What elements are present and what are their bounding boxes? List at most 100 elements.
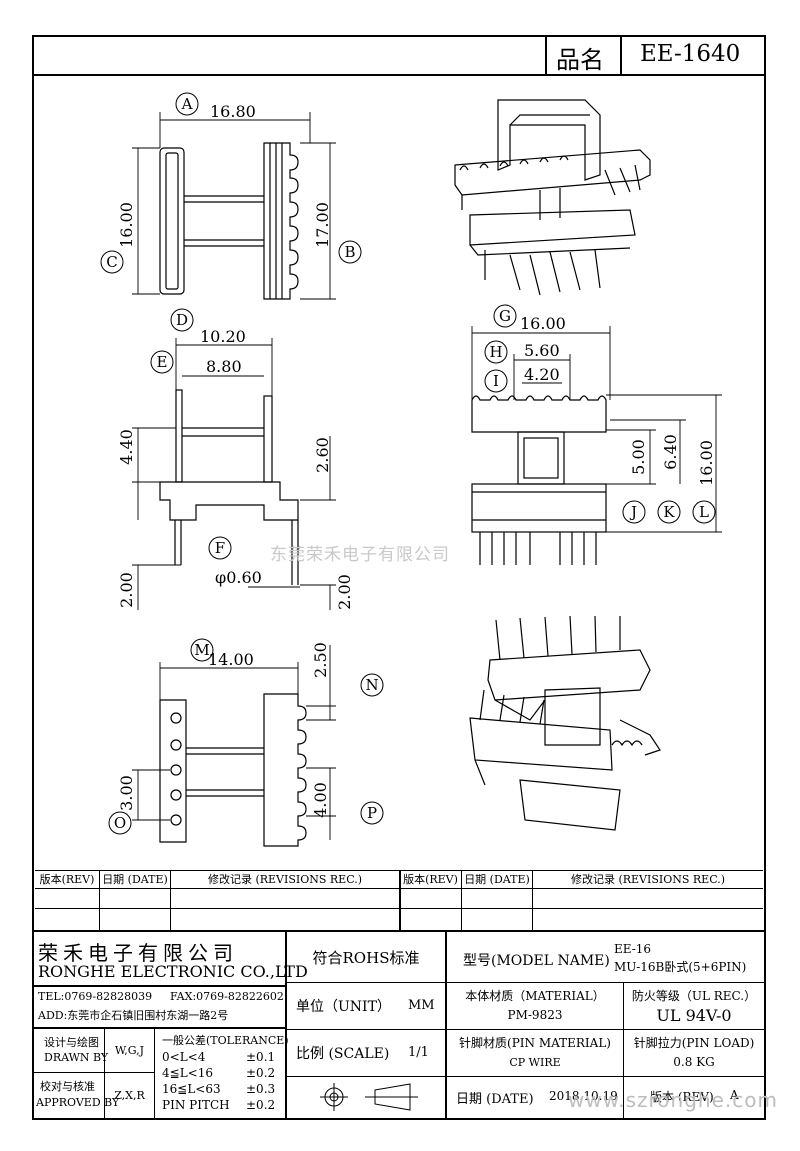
tolerance-range: 16≦L<63 bbox=[162, 1082, 221, 1096]
unit-value: MM bbox=[408, 998, 435, 1013]
dim-m: 14.00 bbox=[208, 650, 254, 669]
rule bbox=[33, 1072, 154, 1073]
callout-letter: F bbox=[215, 539, 225, 557]
dim-h: 5.60 bbox=[524, 341, 560, 360]
company-name-en: RONGHE ELECTRONIC CO.,LTD bbox=[38, 962, 308, 981]
model-label: 型号(MODEL NAME) bbox=[463, 953, 610, 969]
header-divider bbox=[620, 35, 622, 75]
rev-value: A bbox=[730, 1088, 739, 1102]
company-name-cn: 荣禾电子有限公司 bbox=[38, 941, 238, 965]
dim-260: 2.60 bbox=[313, 437, 332, 473]
dim-g: 16.00 bbox=[520, 314, 566, 333]
tolerance-value: ±0.3 bbox=[246, 1082, 276, 1096]
rule bbox=[33, 985, 285, 987]
dimension-lines-view1 bbox=[132, 112, 336, 300]
tolerance-value: ±0.2 bbox=[246, 1066, 276, 1080]
dim-o: 3.00 bbox=[117, 775, 136, 811]
callout-letter: K bbox=[663, 503, 675, 521]
part-name-label: 品名 bbox=[556, 46, 604, 74]
date-header: 日期 (DATE) bbox=[102, 873, 168, 886]
dim-pin-left: 2.00 bbox=[117, 572, 136, 608]
company-address: ADD:东莞市企石镇旧围村东湖一路2号 bbox=[38, 1009, 229, 1022]
bobbin-front-view bbox=[159, 389, 299, 585]
callout-letter: P bbox=[367, 804, 377, 822]
tolerance-range: PIN PITCH bbox=[162, 1098, 230, 1112]
model-line2: MU-16B卧式(5+6PIN) bbox=[614, 960, 747, 974]
col-rule bbox=[170, 870, 171, 930]
callout-letter: E bbox=[157, 353, 168, 371]
callout-letter: O bbox=[114, 814, 126, 832]
callout-letter: C bbox=[106, 253, 117, 271]
material-value: PM-9823 bbox=[507, 1008, 563, 1022]
dim-a: 16.80 bbox=[210, 102, 256, 121]
pin-load-label: 针脚拉力(PIN LOAD) bbox=[633, 1035, 755, 1050]
drawn-by-label: DRAWN BY bbox=[44, 1051, 109, 1064]
rule bbox=[33, 1027, 285, 1029]
col-rule bbox=[461, 870, 462, 930]
rule bbox=[286, 982, 764, 983]
checked-label: 校对与核准 bbox=[40, 1080, 95, 1093]
date-label: 日期 (DATE) bbox=[456, 1092, 534, 1107]
tolerance-range: 0<L<4 bbox=[162, 1050, 206, 1064]
callout-letter: I bbox=[493, 372, 499, 390]
dim-p: 4.00 bbox=[311, 782, 330, 818]
col-rule bbox=[285, 931, 287, 1118]
callout-letter: G bbox=[499, 307, 511, 325]
dim-b: 17.00 bbox=[313, 202, 332, 248]
callout-letter: H bbox=[489, 343, 502, 361]
dim-d: 10.20 bbox=[200, 327, 246, 346]
dim-440: 4.40 bbox=[117, 429, 136, 465]
rev-label: 版本 (REV) bbox=[650, 1090, 714, 1104]
col-rule bbox=[445, 931, 447, 1118]
col-rule bbox=[399, 870, 401, 930]
callout-letter: B bbox=[344, 243, 355, 261]
company-tel: TEL:0769-82828039 bbox=[38, 990, 153, 1003]
dim-j: 5.00 bbox=[629, 439, 648, 475]
dim-n: 2.50 bbox=[311, 642, 330, 678]
col-rule bbox=[99, 870, 100, 930]
material-label: 本体材质（MATERIAL） bbox=[465, 988, 605, 1003]
dim-pin-right: 2.00 bbox=[335, 574, 354, 610]
header-rule bbox=[32, 74, 766, 76]
drawn-by-value: W,G,J bbox=[114, 1043, 145, 1057]
callout-letter: M bbox=[194, 641, 209, 659]
approved-value: Z,X,R bbox=[114, 1089, 145, 1102]
rev-header: 版本(REV) bbox=[39, 873, 95, 886]
pin-load-value: 0.8 KG bbox=[673, 1055, 715, 1069]
scale-label: 比例 (SCALE) bbox=[296, 1046, 390, 1062]
company-fax: FAX:0769-82822602 bbox=[170, 990, 284, 1003]
callout-letter: N bbox=[365, 676, 378, 694]
dim-e: 8.80 bbox=[206, 357, 242, 376]
rule bbox=[32, 930, 766, 932]
dim-k: 6.40 bbox=[661, 434, 680, 470]
dim-l: 16.00 bbox=[697, 440, 716, 486]
bobbin-isometric-top bbox=[454, 99, 651, 296]
unit-label: 单位（UNIT） bbox=[296, 999, 391, 1015]
designed-label: 设计与绘图 bbox=[44, 1036, 99, 1049]
bobbin-bottom-view bbox=[159, 693, 307, 847]
col-rule bbox=[532, 870, 533, 930]
callout-letter: J bbox=[629, 503, 637, 521]
pin-material-value: CP WIRE bbox=[509, 1055, 561, 1069]
callout-letter: D bbox=[176, 311, 188, 329]
company-watermark: 东莞荣禾电子有限公司 bbox=[270, 545, 450, 565]
col-rule bbox=[623, 1076, 624, 1118]
dim-pin-dia: φ0.60 bbox=[215, 568, 262, 587]
rec-header: 修改记录 (REVISIONS REC.) bbox=[207, 873, 363, 886]
rev-header: 版本(REV) bbox=[403, 873, 458, 886]
date-value: 2018.10.19 bbox=[549, 1089, 618, 1103]
url-watermark: www.szronghe.com bbox=[568, 1088, 778, 1112]
callout-letter: A bbox=[181, 95, 193, 113]
fire-rating-label: 防火等级（UL REC.） bbox=[631, 988, 757, 1003]
rule bbox=[286, 1029, 764, 1030]
rohs-label: 符合ROHS标准 bbox=[312, 948, 420, 967]
dimension-values: 16.80 16.00 17.00 10.20 8.80 4.40 2.60 φ… bbox=[117, 102, 716, 818]
rule bbox=[286, 1076, 764, 1077]
tolerance-range: 4≦L<16 bbox=[162, 1066, 213, 1080]
bobbin-end-view bbox=[471, 395, 607, 565]
bobbin-isometric-bottom bbox=[469, 615, 661, 831]
col-rule bbox=[154, 1028, 155, 1118]
tolerance-title: 一般公差(TOLERANCE) bbox=[162, 1034, 289, 1047]
date-header: 日期 (DATE) bbox=[464, 873, 530, 886]
callout-circles bbox=[100, 92, 716, 835]
